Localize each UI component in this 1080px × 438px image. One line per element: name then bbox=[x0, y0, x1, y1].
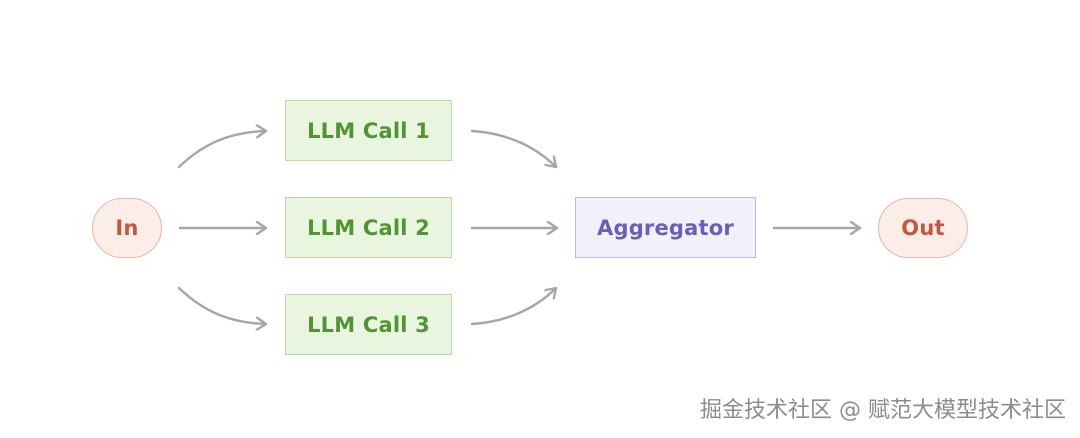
llm-call-2-node: LLM Call 2 bbox=[285, 197, 452, 258]
arrow-llm3-to-aggregator bbox=[470, 286, 558, 326]
llm-call-1-node: LLM Call 1 bbox=[285, 100, 452, 161]
input-node: In bbox=[92, 198, 162, 258]
aggregator-node: Aggregator bbox=[575, 197, 756, 258]
aggregator-label: Aggregator bbox=[597, 215, 734, 240]
llm-call-1-label: LLM Call 1 bbox=[307, 118, 430, 143]
llm-call-2-label: LLM Call 2 bbox=[307, 215, 430, 240]
llm-call-3-node: LLM Call 3 bbox=[285, 294, 452, 355]
input-node-label: In bbox=[115, 216, 139, 240]
output-node-label: Out bbox=[901, 216, 945, 240]
output-node: Out bbox=[878, 198, 968, 258]
llm-call-3-label: LLM Call 3 bbox=[307, 312, 430, 337]
arrow-in-to-llm3 bbox=[177, 286, 268, 324]
watermark-text: 掘金技术社区 @ 赋范大模型技术社区 bbox=[700, 398, 1066, 423]
arrow-llm1-to-aggregator bbox=[470, 129, 558, 169]
arrow-in-to-llm1 bbox=[177, 131, 268, 169]
